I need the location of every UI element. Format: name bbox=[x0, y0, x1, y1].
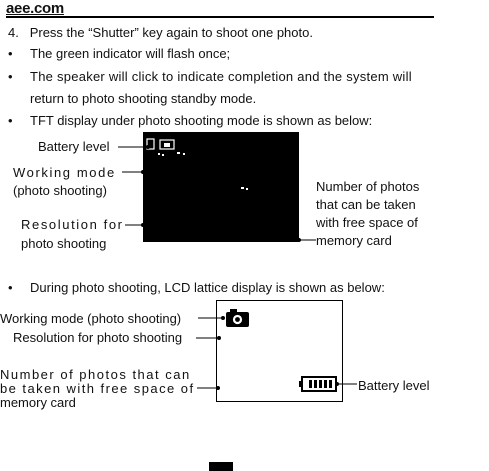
leader-lcd-resolution-end bbox=[217, 336, 221, 340]
lcd-count-label-line3: memory card bbox=[0, 395, 76, 410]
leader-lcd-count-end bbox=[216, 386, 220, 390]
leader-tft-count-end bbox=[297, 238, 301, 242]
bullet-speaker-line2: return to photo shooting standby mode. bbox=[30, 91, 257, 106]
tft-resolution-label-line2: photo shooting bbox=[21, 236, 107, 251]
tft-resolution-dot bbox=[158, 153, 160, 155]
tft-mode-label-line1: Working mode bbox=[13, 165, 116, 180]
lcd-battery-label: Battery level bbox=[358, 378, 430, 393]
page-number-box bbox=[209, 462, 233, 471]
tft-camera-lens bbox=[164, 143, 170, 147]
lcd-resolution-label: Resolution for photo shooting bbox=[13, 330, 183, 345]
leader-lcd-mode-end bbox=[221, 316, 225, 320]
tft-count-label-line2: that can be taken bbox=[316, 197, 416, 212]
lcd-screen bbox=[216, 300, 343, 402]
bullet-tft-display: TFT display under photo shooting mode is… bbox=[30, 113, 373, 128]
leader-tft-resolution-end bbox=[141, 223, 145, 227]
tft-count-dot bbox=[246, 188, 248, 190]
leader-tft-mode-end bbox=[141, 170, 145, 174]
tft-resolution-label-line1: Resolution for bbox=[21, 217, 124, 232]
bullet-symbol: • bbox=[8, 113, 13, 128]
tft-resolution-dot bbox=[177, 152, 180, 154]
tft-count-label-line4: memory card bbox=[316, 233, 392, 248]
tft-battery-label: Battery level bbox=[38, 139, 110, 154]
brand-logo: aee.com bbox=[6, 0, 64, 17]
leader-tft-battery-end bbox=[146, 145, 150, 149]
lcd-mode-label: Working mode (photo shooting) bbox=[0, 311, 182, 326]
bullet-speaker-line1: The speaker will click to indicate compl… bbox=[30, 69, 412, 84]
tft-screen bbox=[143, 132, 299, 242]
bullet-symbol: • bbox=[8, 46, 13, 61]
tft-resolution-dot bbox=[162, 154, 164, 156]
step-number: 4. bbox=[8, 25, 19, 40]
lcd-count-label-line1: Number of photos that can bbox=[0, 367, 191, 382]
bullet-symbol: • bbox=[8, 69, 13, 84]
tft-count-label-line3: with free space of bbox=[316, 215, 418, 230]
step-text: Press the “Shutter” key again to shoot o… bbox=[29, 25, 313, 40]
tft-resolution-dot bbox=[183, 153, 185, 155]
leader-lcd-battery-end bbox=[335, 382, 339, 386]
lcd-count-label-line2: be taken with free space of bbox=[0, 381, 195, 396]
bullet-green-indicator: The green indicator will flash once; bbox=[30, 46, 231, 61]
header-rule bbox=[6, 16, 434, 18]
bullet-lcd-display: During photo shooting, LCD lattice displ… bbox=[30, 280, 385, 295]
tft-camera-icon bbox=[159, 139, 175, 150]
step-4: 4. Press the “Shutter” key again to shoo… bbox=[8, 25, 313, 40]
tft-count-label-line1: Number of photos bbox=[316, 179, 420, 194]
bullet-symbol: • bbox=[8, 280, 13, 295]
camera-icon bbox=[226, 309, 249, 327]
tft-screen-glyphs bbox=[146, 138, 248, 190]
tft-battery-icon bbox=[146, 138, 155, 150]
tft-mode-label-line2: (photo shooting) bbox=[13, 183, 107, 198]
tft-count-dot bbox=[241, 187, 244, 189]
